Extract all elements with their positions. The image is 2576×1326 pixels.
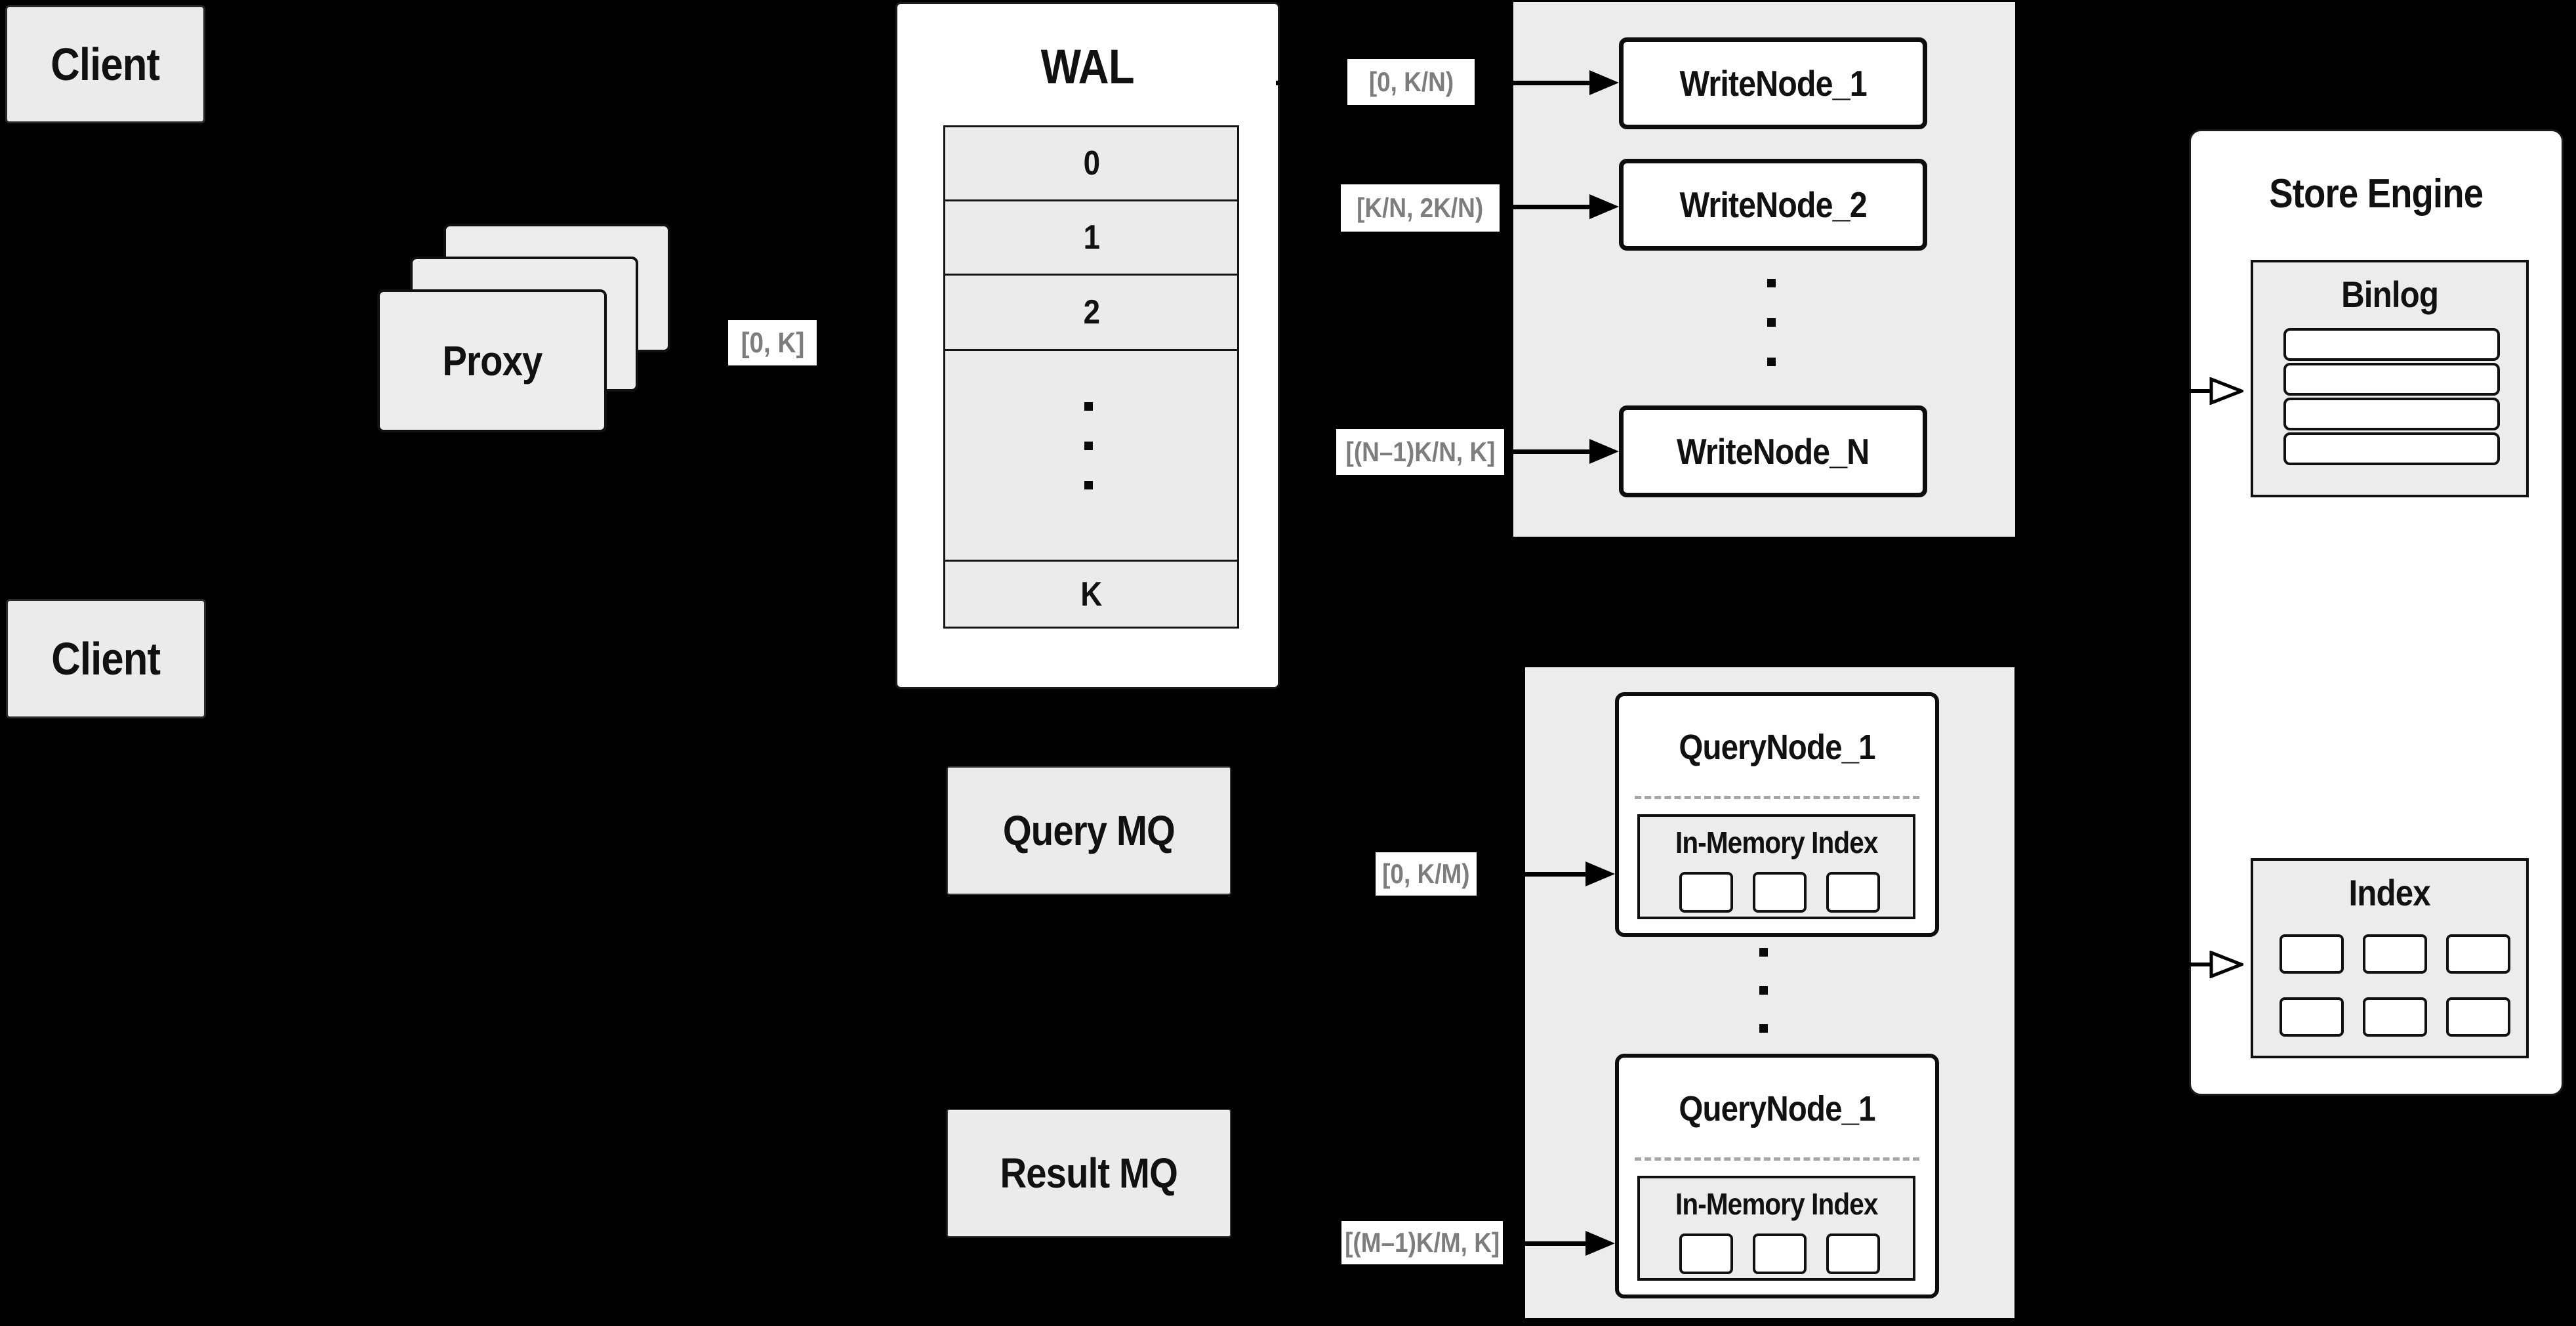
query-node-2-inmemory-label: In-Memory Index — [1675, 1187, 1878, 1221]
range-chip-query-1: [0, K/M) — [1376, 852, 1477, 896]
query-node-1-inmemory-box: In-Memory Index — [1637, 814, 1915, 919]
write-node-n-label: WriteNode_N — [1677, 431, 1870, 472]
segment-square — [1679, 872, 1733, 913]
segment-square — [1753, 872, 1807, 913]
arrow-to-writenode-2 — [1502, 194, 1619, 219]
query-mq-label: Query MQ — [1002, 807, 1176, 854]
index-square — [2280, 934, 2344, 974]
vertical-ellipsis-dot — [1084, 481, 1093, 489]
range-chip-write-1-label: [0, K/N) — [1368, 66, 1454, 97]
wal-segment-1-label: 1 — [1083, 218, 1099, 257]
write-node-1-box: WriteNode_1 — [1619, 37, 1927, 129]
range-chip-query-m: [(M–1)K/M, K] — [1341, 1221, 1503, 1264]
proxy-label: Proxy — [441, 337, 542, 384]
store-engine-box: Store Engine Binlog Index — [2189, 129, 2564, 1096]
write-node-2-box: WriteNode_2 — [1619, 159, 1927, 251]
wal-segment-2: 2 — [943, 274, 1239, 351]
range-chip-write-1: [0, K/N) — [1347, 59, 1475, 105]
binlog-row — [2283, 432, 2500, 465]
segment-square — [1753, 1233, 1807, 1274]
hollow-arrowhead-icon — [2209, 377, 2243, 405]
range-chip-write-n-label: [(N–1)K/N, K] — [1345, 436, 1495, 467]
index-square — [2280, 997, 2344, 1037]
query-node-1-box: QueryNode_1 In-Memory Index — [1615, 692, 1939, 937]
write-node-2-label: WriteNode_2 — [1679, 184, 1867, 225]
query-node-1-divider — [1635, 796, 1919, 799]
proxy-box-front: Proxy — [377, 289, 607, 432]
segment-square — [1826, 872, 1880, 913]
segment-square — [1679, 1233, 1733, 1274]
vertical-ellipsis-dot — [1084, 442, 1093, 450]
arrow-to-querynode-2 — [1505, 1231, 1615, 1256]
wal-segment-1: 1 — [943, 199, 1239, 276]
binlog-row — [2283, 398, 2500, 430]
vertical-ellipsis-dot — [1084, 402, 1093, 411]
wal-segment-ellipsis-cell — [943, 349, 1239, 562]
result-mq-box: Result MQ — [947, 1109, 1231, 1237]
client-top-box: Client — [5, 5, 205, 123]
result-mq-label: Result MQ — [1000, 1150, 1178, 1197]
client-bottom-box: Client — [6, 599, 206, 718]
query-node-2-inmemory-box: In-Memory Index — [1637, 1176, 1915, 1281]
binlog-rows — [2283, 328, 2500, 465]
index-square — [2446, 934, 2510, 974]
client-top-label: Client — [51, 39, 161, 90]
query-node-1-inmemory-label: In-Memory Index — [1675, 825, 1878, 860]
store-engine-title: Store Engine — [2269, 171, 2484, 217]
index-square — [2363, 997, 2427, 1037]
arrow-to-writenode-n — [1503, 439, 1619, 464]
query-node-2-box: QueryNode_1 In-Memory Index — [1615, 1054, 1939, 1298]
index-square — [2446, 997, 2510, 1037]
range-chip-proxy: [0, K] — [728, 320, 817, 365]
segment-square — [1826, 1233, 1880, 1274]
client-bottom-label: Client — [51, 633, 161, 684]
range-chip-proxy-label: [0, K] — [741, 326, 804, 359]
range-chip-query-1-label: [0, K/M) — [1382, 858, 1470, 889]
write-node-n-box: WriteNode_N — [1619, 405, 1927, 497]
binlog-row — [2283, 363, 2500, 396]
wal-segment-0: 0 — [943, 125, 1239, 201]
wal-title-wrap: WAL — [897, 30, 1278, 102]
query-mq-box: Query MQ — [947, 766, 1231, 895]
hollow-arrowhead-icon — [2209, 951, 2243, 978]
binlog-label: Binlog — [2341, 273, 2439, 315]
wal-title: WAL — [1040, 39, 1135, 94]
range-chip-write-n: [(N–1)K/N, K] — [1336, 429, 1504, 475]
write-node-1-label: WriteNode_1 — [1679, 63, 1867, 104]
arrow-to-index — [2125, 951, 2245, 978]
arrow-to-querynode-1 — [1479, 861, 1615, 886]
wal-segment-k-label: K — [1080, 575, 1102, 613]
arrow-to-binlog — [2125, 377, 2245, 405]
binlog-row — [2283, 328, 2500, 361]
index-label: Index — [2348, 871, 2431, 913]
wal-segment-k: K — [943, 560, 1239, 629]
query-node-2-divider — [1635, 1157, 1919, 1161]
query-node-1-title: QueryNode_1 — [1679, 727, 1875, 767]
wal-box: WAL 0 1 2 K — [895, 2, 1280, 689]
index-square — [2363, 934, 2427, 974]
range-chip-write-2-label: [K/N, 2K/N) — [1357, 192, 1484, 223]
query-node-2-title: QueryNode_1 — [1679, 1088, 1875, 1129]
range-chip-query-m-label: [(M–1)K/M, K] — [1344, 1227, 1500, 1258]
binlog-box: Binlog — [2251, 260, 2529, 497]
wal-segment-0-label: 0 — [1083, 144, 1099, 182]
index-box: Index — [2251, 858, 2529, 1058]
range-chip-write-2: [K/N, 2K/N) — [1341, 184, 1500, 232]
wal-segment-2-label: 2 — [1083, 293, 1099, 331]
